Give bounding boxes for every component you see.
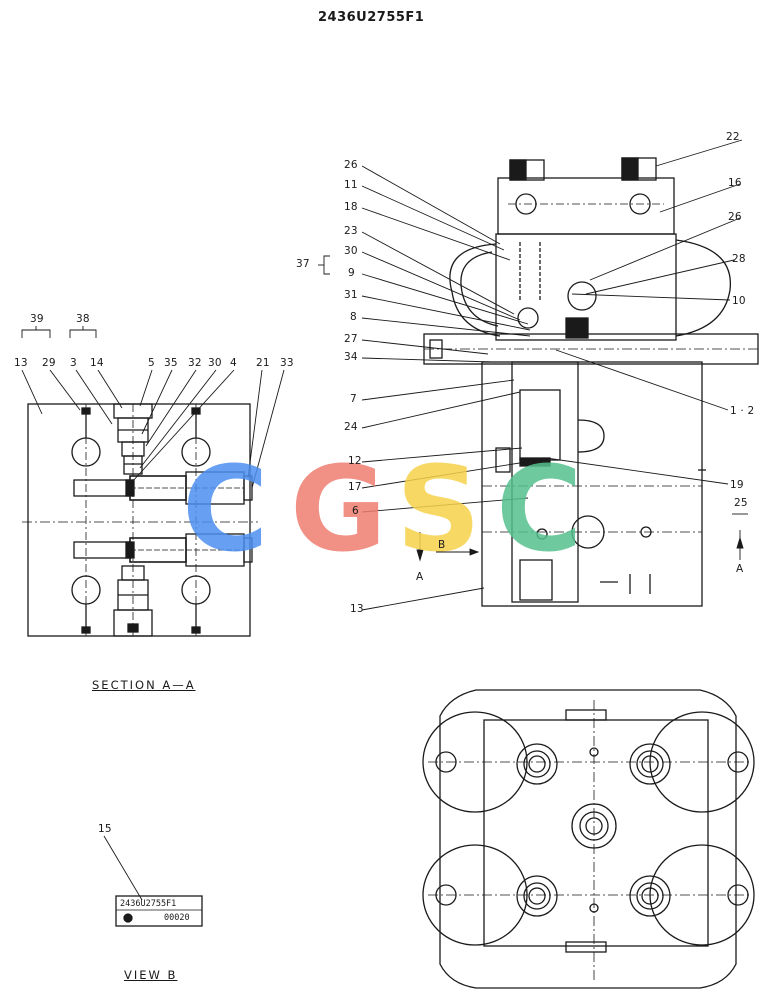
label-35: 35 [164,357,178,369]
label-16: 16 [728,177,742,189]
label-28: 28 [732,253,746,265]
main-assembly-view [423,157,759,607]
label-24: 24 [344,421,358,433]
label-3: 3 [70,357,77,369]
label-14: 14 [90,357,104,369]
label-6: 6 [352,505,359,517]
label-10: 10 [732,295,746,307]
label-30-right: 30 [344,245,358,257]
label-34: 34 [344,351,358,363]
section-marker-a-left: A [416,571,424,583]
label-19: 19 [730,479,744,491]
label-5: 5 [148,357,155,369]
label-39: 39 [30,313,44,325]
label-4: 4 [230,357,237,369]
label-38: 38 [76,313,90,325]
label-33: 33 [280,357,294,369]
label-26-top: 26 [344,159,358,171]
label-15: 15 [98,823,112,835]
label-25: 25 [734,497,748,509]
view-marker-b: B [438,539,446,551]
watermark-letter-3: S [396,440,481,578]
plate-serial: 00020 [164,913,190,923]
label-13-right: 13 [350,603,364,615]
label-9: 9 [348,267,355,279]
label-32: 32 [188,357,202,369]
plate-part-number: 2436U2755F1 [120,899,177,909]
label-27: 27 [344,333,358,345]
label-13-left: 13 [14,357,28,369]
label-21: 21 [256,357,270,369]
label-29: 29 [42,357,56,369]
bottom-plan-view [422,689,755,989]
watermark-letter-4: C [496,440,583,578]
drawing-number: 2436U2755F1 [318,10,425,25]
label-31: 31 [344,289,358,301]
label-37: 37 [296,258,310,270]
label-23: 23 [344,225,358,237]
view-b-plate [103,835,203,927]
main-assembly-leaders [318,139,748,611]
label-17: 17 [348,481,362,493]
section-a-a-leaders [21,326,285,489]
section-a-a-view [22,403,258,637]
label-7: 7 [350,393,357,405]
watermark-logo: C G S C [182,440,583,578]
section-marker-a-right: A [736,563,744,575]
label-12: 12 [348,455,362,467]
label-1-2: 1 · 2 [730,405,755,417]
watermark-letter-1: C [182,440,269,578]
watermark-letter-2: G [290,440,387,578]
label-18: 18 [344,201,358,213]
label-22: 22 [726,131,740,143]
label-11: 11 [344,179,358,191]
label-30-left: 30 [208,357,222,369]
section-a-a-caption: SECTION A—A [92,678,196,692]
label-8: 8 [350,311,357,323]
label-26-right: 26 [728,211,742,223]
view-b-caption: VIEW B [124,968,178,982]
